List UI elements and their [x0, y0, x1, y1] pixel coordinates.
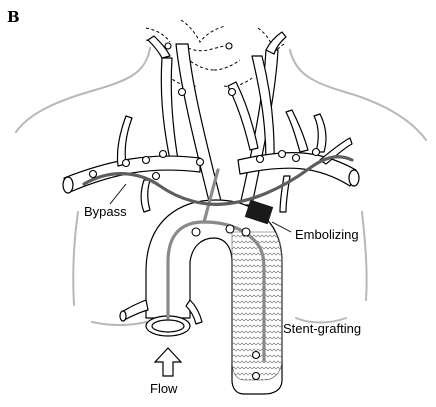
bypass-label: Bypass: [84, 204, 127, 219]
stent-graft: [231, 231, 283, 381]
embolization-plug: [244, 199, 274, 225]
label-pointers: [109, 183, 292, 233]
stent-grafting-label: Stent-grafting: [283, 321, 361, 336]
bypass-graft: [82, 155, 354, 206]
flow-arrow: [153, 347, 183, 377]
panel-label: B: [7, 8, 20, 26]
node-markers: [88, 42, 321, 381]
body-outline: [15, 47, 427, 326]
flow-label: Flow: [150, 381, 178, 396]
guide-wires: [166, 168, 266, 362]
embolizing-label: Embolizing: [295, 227, 359, 242]
